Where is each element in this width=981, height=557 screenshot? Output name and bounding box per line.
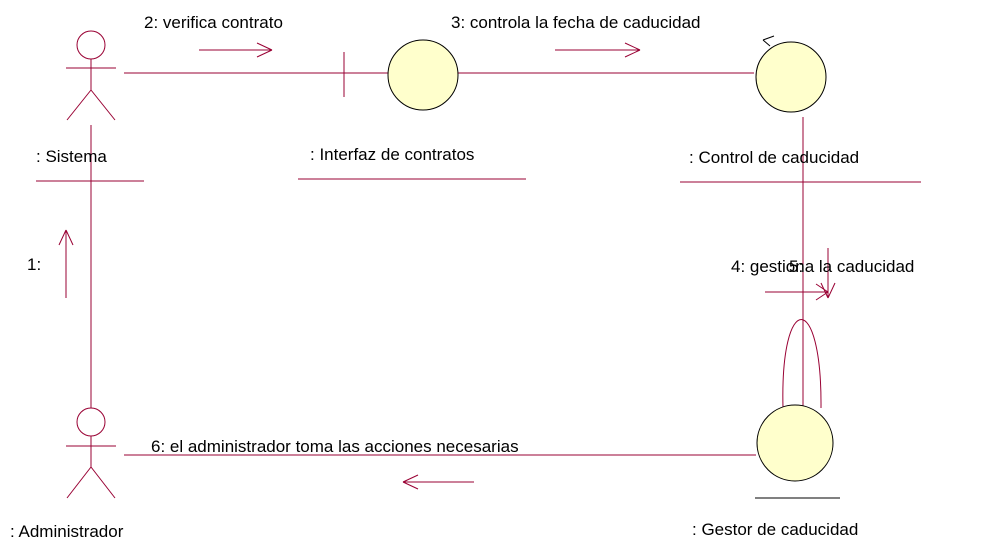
arrow-right-icon	[765, 283, 829, 301]
arrow-left-icon	[402, 474, 474, 490]
entity-gestor-icon[interactable]	[755, 404, 840, 499]
message-6-label: 6: el administrador toma las acciones ne…	[151, 437, 519, 456]
control-caducidad-icon[interactable]	[755, 35, 827, 113]
self-link-gestor	[782, 319, 822, 409]
actor-administrador-icon[interactable]	[66, 407, 116, 499]
message-4-label: 4: gestiona la caducidad	[731, 257, 914, 276]
label-control: : Control de caducidad	[689, 148, 859, 167]
label-gestor: : Gestor de caducidad	[692, 520, 858, 539]
message-1-label: 1:	[27, 255, 41, 274]
boundary-interfaz-icon[interactable]	[343, 39, 459, 111]
label-administrador: : Administrador	[10, 522, 124, 541]
label-sistema: : Sistema	[36, 147, 107, 166]
message-3-label: 3: controla la fecha de caducidad	[451, 13, 701, 32]
message-5-label: 5:	[789, 257, 803, 276]
actor-sistema-icon[interactable]	[66, 30, 116, 121]
arrow-right-icon	[199, 42, 273, 58]
label-interfaz: : Interfaz de contratos	[310, 145, 474, 164]
arrow-up-icon	[58, 229, 74, 298]
arrow-right-icon	[555, 42, 641, 58]
message-2-label: 2: verifica contrato	[144, 13, 283, 32]
arrow-down-icon	[820, 248, 836, 299]
